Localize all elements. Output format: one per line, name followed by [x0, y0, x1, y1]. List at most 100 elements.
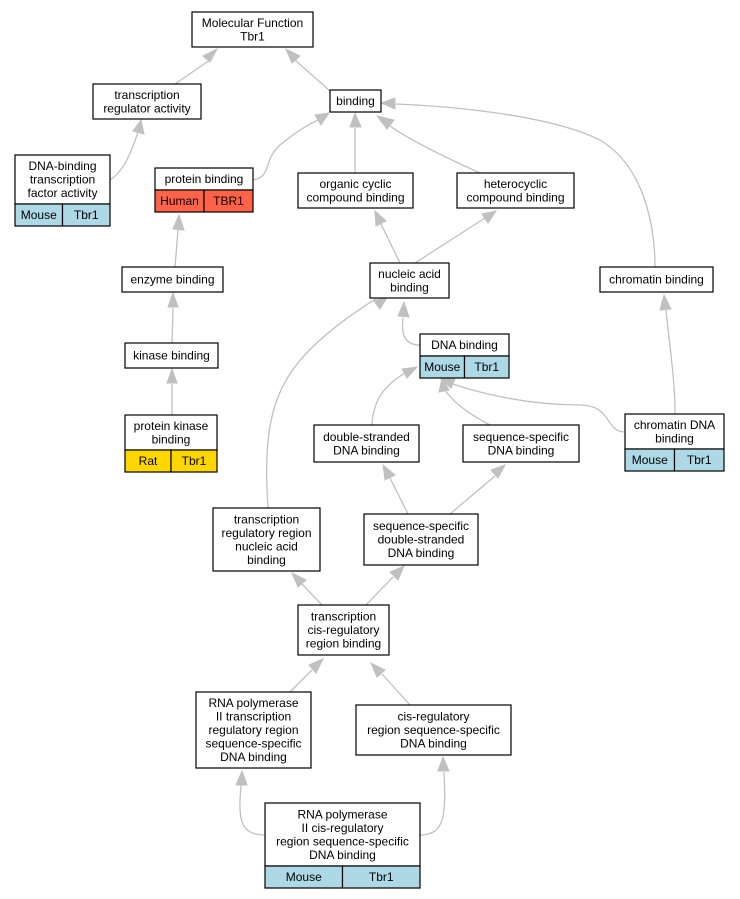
annotation-gene-cell — [463, 355, 510, 379]
edge-ssds-to-ssdb — [449, 464, 507, 515]
node-box — [191, 11, 314, 48]
annotation-gene-cell — [673, 448, 725, 472]
edge-line — [371, 372, 406, 426]
node-label-line: binding — [390, 280, 429, 294]
node-label-line: regulatory region — [221, 526, 311, 540]
node-label-line: transcription — [311, 610, 376, 624]
node-label-line: DNA binding — [333, 443, 400, 457]
arrowhead-icon — [132, 118, 145, 135]
node-box — [212, 507, 321, 572]
node-box — [92, 83, 202, 120]
node-label-line: organic cyclic — [319, 177, 391, 191]
edge-pb-to-binding — [252, 112, 331, 181]
node-label-line: Tbr1 — [240, 29, 265, 43]
arrowhead-icon — [397, 300, 410, 318]
edge-line — [252, 119, 319, 181]
annotation-gene-cell-label: Tbr1 — [182, 454, 207, 468]
node-label-line: sequence-specific — [373, 519, 469, 533]
edge-line — [389, 125, 481, 174]
arrowhead-icon — [172, 213, 185, 231]
arrowhead-icon — [382, 463, 396, 481]
edge-line — [414, 217, 486, 264]
edge-line — [389, 477, 409, 515]
edge-ssdb-to-db — [438, 376, 491, 426]
node-box — [297, 604, 390, 656]
node-label-line: DNA-binding — [28, 159, 96, 173]
edge-line — [174, 229, 179, 268]
arrowhead-icon — [235, 769, 248, 786]
node-label-line: protein binding — [165, 172, 244, 186]
edge-dbtfa-to-tra — [109, 118, 145, 181]
arrowhead-icon — [379, 97, 396, 110]
arrowhead-icon — [308, 658, 325, 674]
node-label-line: regulator activity — [103, 101, 190, 115]
edge-cdb-to-cb — [659, 293, 676, 415]
edge-line — [449, 382, 626, 433]
edge-pkb-to-kb — [166, 367, 178, 415]
edge-rnap2cr-to-crrss — [419, 755, 450, 836]
edge-trnab-to-nab — [265, 295, 390, 509]
node-label-line: transcription — [114, 88, 179, 102]
node-label-line: nucleic acid — [378, 267, 441, 281]
node-label-line: compound binding — [306, 190, 404, 204]
go-term-node-cb[interactable]: chromatin binding — [599, 266, 714, 293]
node-box — [369, 262, 450, 299]
node-label-line: DNA binding — [309, 848, 376, 862]
node-label-line: heterocyclic — [484, 177, 547, 191]
node-box — [121, 266, 224, 293]
node-label-line: DNA binding — [220, 750, 287, 764]
node-label-line: cis-regulatory — [397, 710, 469, 724]
node-box — [329, 89, 382, 113]
node-label-line: double-stranded — [323, 430, 410, 444]
edge-line — [289, 669, 313, 693]
node-label-line: region sequence-specific — [276, 834, 409, 848]
edge-occb-to-binding — [349, 111, 362, 173]
edge-dsdb-to-db — [371, 366, 419, 426]
node-label-line: enzyme binding — [130, 273, 214, 287]
edge-line — [419, 771, 446, 836]
node-label-line: kinase binding — [133, 349, 210, 363]
node-label-line: chromatin DNA — [634, 418, 715, 432]
node-label-line: nucleic acid — [235, 539, 298, 553]
edge-line — [401, 317, 421, 346]
annotation-gene-cell — [341, 865, 421, 889]
go-term-node-eb[interactable]: enzyme binding — [121, 266, 224, 293]
arrowhead-icon — [490, 464, 507, 479]
go-term-node-binding[interactable]: binding — [329, 89, 382, 113]
arrowhead-icon — [374, 209, 387, 227]
edges-layer — [109, 47, 676, 836]
edge-rnap2trr-to-tcrrb — [289, 658, 325, 693]
edge-line — [365, 576, 394, 606]
annotation-gene-cell — [61, 203, 111, 227]
node-label-line: DNA binding — [431, 338, 498, 352]
arrowhead-icon — [349, 111, 362, 128]
node-label-line: factor activity — [27, 186, 97, 200]
arrowhead-icon — [291, 571, 307, 588]
node-box — [462, 424, 580, 463]
arrowhead-icon — [438, 376, 450, 393]
edge-ssds-to-dsdb — [382, 463, 409, 515]
go-term-node-kb[interactable]: kinase binding — [124, 342, 219, 369]
node-label-line: binding — [336, 94, 375, 108]
edge-kb-to-eb — [167, 291, 179, 344]
node-box — [313, 424, 420, 463]
edge-line — [301, 583, 323, 606]
